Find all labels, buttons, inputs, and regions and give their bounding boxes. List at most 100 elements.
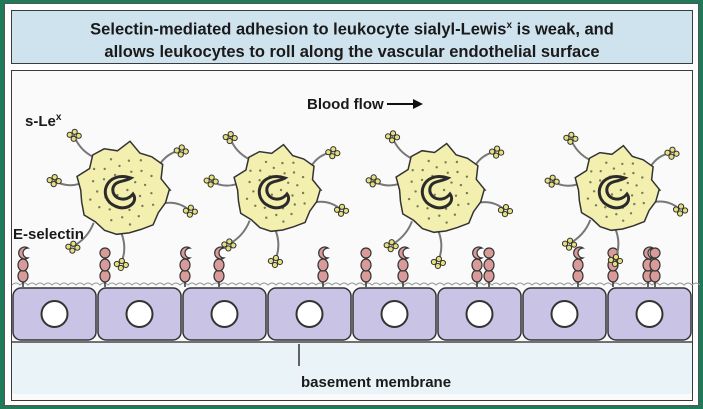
endothelial-nucleus [125,300,154,328]
granule [130,170,133,173]
selectin-lectin-head [643,246,655,260]
slex-ligand [113,233,129,272]
slex-bead [46,177,53,184]
granule [292,161,295,164]
endothelial-cell [182,287,267,341]
selectin-lectin-head [649,247,661,259]
granule [91,180,95,183]
granule [249,169,252,172]
slex-bead [501,210,509,218]
slex-bead [384,133,392,140]
slex-bead [506,207,514,215]
granule [590,170,593,173]
slex-label: s-Lex [25,112,62,130]
endothelial-nucleus [465,300,494,328]
slex-ligand [544,174,578,188]
slex-bead [566,237,574,244]
slex-bead [494,145,501,152]
endothelial-nucleus [635,300,664,328]
selectin-lectin-head [483,247,495,259]
slex-bead [435,255,442,263]
granule [141,204,144,208]
endothelial-nucleus [210,300,239,328]
granule [621,162,624,166]
granule [446,171,449,174]
slex-bead [548,181,555,188]
slex-bead [177,151,184,158]
slex-bead [677,203,685,210]
granule [264,160,268,164]
endothelial-cell [97,287,182,341]
granule [279,188,283,192]
basement-membrane [12,342,692,394]
slex-bead [387,246,394,253]
endothelial-cell [267,287,352,341]
slex-bead [439,259,446,267]
granule [254,204,257,207]
granule [623,172,626,175]
slex-bead [337,210,345,217]
slex-bead [271,261,279,269]
granule [287,181,290,184]
selectin-lectin-head [214,246,226,260]
slex-ligand [430,231,446,270]
basement-membrane-label: basement membrane [301,374,452,391]
granule [263,206,266,209]
granule [143,183,147,187]
granule [290,212,293,216]
slex-bead [498,149,505,156]
granule [594,204,598,207]
slex-bead [118,257,125,265]
slex-bead [55,178,62,185]
granule [626,181,629,185]
slex-bead [71,128,78,135]
granule [108,208,111,211]
slex-ligand [158,144,189,166]
slex-bead [672,206,680,213]
leukocyte [544,131,689,268]
granule [610,193,614,196]
granule [282,220,285,223]
granule [641,176,644,179]
granule [641,191,644,195]
slex-bead [388,137,396,144]
slex-bead [187,204,194,211]
granule [301,191,305,195]
granule [631,162,635,165]
slex-bead [267,257,275,265]
e-selectin-label: E-selectin [13,226,84,243]
granule [245,197,249,200]
endothelial-nucleus [550,300,579,328]
granule [296,184,299,187]
granule [426,207,429,210]
granule [420,178,424,182]
slex-bead [65,243,72,250]
slex-bead [669,146,676,153]
e-selectin-molecule [483,247,495,287]
granule [259,169,262,172]
slex-bead [182,207,189,214]
granule [633,202,636,206]
granule [92,167,96,171]
granule [128,208,131,212]
slex-bead [612,253,620,261]
figure-frame: Selectin-mediated adhesion to leukocyte … [4,3,700,406]
slex-bead [383,242,390,249]
slex-bead [182,148,189,155]
slex-bead [225,245,232,252]
slex-bead [212,178,219,185]
slex-bead [230,242,237,249]
slex-bead [226,238,233,245]
leukocyte-nucleus [257,175,290,210]
slex-bead [186,211,193,218]
slex-bead [616,257,624,265]
e-selectin-molecule [471,246,484,287]
granule [421,168,424,172]
granule [598,179,602,182]
slex-ligand [365,174,399,188]
slex-bead [365,177,372,184]
granule [454,194,458,197]
slex-bead [70,135,77,142]
slex-bead [392,243,399,250]
granule [272,166,275,170]
